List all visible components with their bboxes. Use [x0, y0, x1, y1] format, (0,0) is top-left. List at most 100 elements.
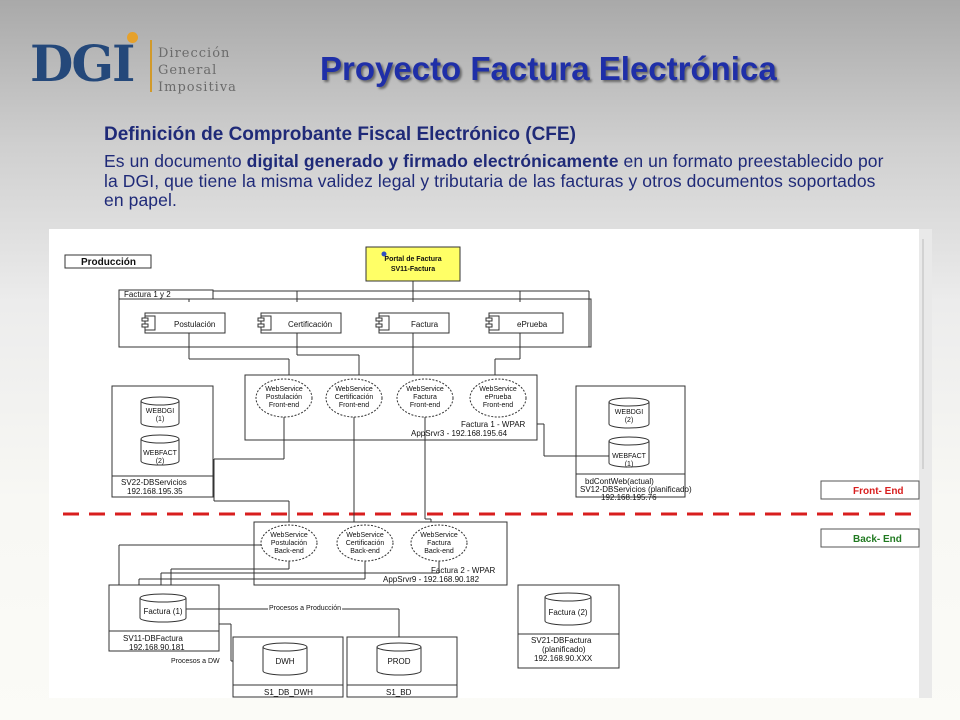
- component-label: ePrueba: [517, 320, 548, 329]
- ws-label: Front-end: [483, 402, 513, 409]
- ws-label: WebService: [270, 532, 308, 539]
- ws-label: Front-end: [339, 402, 369, 409]
- factura-group-box: [118, 298, 592, 348]
- logo-line-2: General: [158, 63, 218, 78]
- ws-label: Back-end: [274, 548, 304, 555]
- component-eprueba: ePrueba: [485, 312, 564, 334]
- ws-label: Factura: [413, 394, 437, 401]
- ws-label: WebService: [265, 386, 303, 393]
- ws-label: Front-end: [269, 402, 299, 409]
- sv22-db-webdgi: WEBDGI (1): [140, 396, 180, 428]
- db-label: WEBFACT: [612, 453, 647, 460]
- ws-label: Front-end: [410, 402, 440, 409]
- diagram-side-strip: [919, 229, 932, 698]
- sv12-label-2: SV12-DBServicios (planificado): [580, 485, 692, 494]
- procesos-produccion-label: Procesos a Producción: [269, 605, 341, 612]
- component-certificacion: Certificación: [257, 312, 342, 334]
- ws-label: Factura: [427, 540, 451, 547]
- factura-group-label: Factura 1 y 2: [124, 290, 171, 299]
- db-label: (1): [625, 461, 634, 468]
- logo-mark: DGI: [30, 34, 135, 93]
- ws-front-postulacion: WebService Postulación Front-end: [255, 378, 313, 418]
- db-label: PROD: [387, 657, 410, 666]
- architecture-diagram: Producción Portal de Factura SV11-Factur…: [49, 229, 932, 698]
- component-label: Certificación: [288, 320, 332, 329]
- definition-emphasis: digital generado y firmado electrónicame…: [246, 151, 619, 171]
- sv11-db-factura: Factura (1): [139, 593, 187, 623]
- ws-label: WebService: [346, 532, 384, 539]
- produccion-box: [64, 254, 152, 269]
- sv22-label-2: 192.168.195.35: [127, 487, 183, 496]
- sv22-db-webfact: WEBFACT (2): [140, 434, 180, 466]
- component-label: Postulación: [174, 320, 215, 329]
- ws-label: Certificación: [346, 540, 385, 547]
- slide-title: Proyecto Factura Electrónica: [320, 50, 777, 87]
- ws-label: ePrueba: [485, 394, 512, 401]
- back-end-label: Back- End: [853, 534, 902, 545]
- wpar2-label-2: AppSrvr9 - 192.168.90.182: [383, 575, 480, 584]
- ws-back-postulacion: WebService Postulación Back-end: [260, 524, 318, 562]
- sv12-db-webfact: WEBFACT (1): [608, 436, 650, 468]
- front-end-label: Front- End: [853, 486, 904, 497]
- wpar1-label-2: AppSrvr3 - 192.168.195.64: [411, 429, 508, 438]
- definition-body: Es un documento digital generado y firma…: [104, 151, 894, 211]
- ws-label: Postulación: [271, 540, 307, 547]
- ws-label: Certificación: [335, 394, 374, 401]
- logo-sun-icon: [127, 32, 138, 43]
- sv21-db-factura: Factura (2): [544, 592, 592, 626]
- sv12-label-1: bdContWeb(actual): [585, 477, 654, 486]
- db-label: WEBDGI: [146, 408, 174, 415]
- portal-label-2: SV11-Factura: [391, 266, 435, 273]
- sv21-label-3: 192.168.90.XXX: [534, 654, 593, 663]
- db-label: WEBDGI: [615, 409, 643, 416]
- db-label: Factura (1): [143, 607, 182, 616]
- ws-label: WebService: [406, 386, 444, 393]
- prod-db: PROD: [376, 642, 422, 676]
- sv12-db-webdgi: WEBDGI (2): [608, 397, 650, 429]
- ws-label: WebService: [420, 532, 458, 539]
- sv12-label-3: 192.168.195.76: [601, 493, 657, 502]
- produccion-label: Producción: [81, 257, 136, 268]
- definition-heading: Definición de Comprobante Fiscal Electró…: [104, 124, 576, 145]
- sv11-label-1: SV11-DBFactura: [123, 634, 183, 643]
- ws-label: WebService: [335, 386, 373, 393]
- db-label: WEBFACT: [143, 450, 178, 457]
- front-end-box: [820, 480, 920, 500]
- ws-front-eprueba: WebService ePrueba Front-end: [469, 378, 527, 418]
- wpar1-label-1: Factura 1 - WPAR: [461, 420, 526, 429]
- definition-text-1: Es un documento: [104, 151, 247, 171]
- ws-label: Postulación: [266, 394, 302, 401]
- component-factura: Factura: [375, 312, 450, 334]
- procesos-produccion-connector: [186, 608, 400, 641]
- db-label: Factura (2): [548, 608, 587, 617]
- ws-front-certificacion: WebService Certificación Front-end: [325, 378, 383, 418]
- back-end-box: [820, 528, 920, 548]
- db-label: (1): [156, 416, 165, 423]
- definition-text-2: en un formato preestablecido por la DGI,…: [104, 151, 884, 210]
- wpar2-label-1: Factura 2 - WPAR: [431, 566, 496, 575]
- component-connectors: [188, 333, 521, 379]
- ws-back-factura: WebService Factura Back-end: [410, 524, 468, 562]
- dgi-logo: DGI Dirección General Impositiva: [30, 32, 245, 102]
- db-label: (2): [625, 417, 634, 424]
- portal-label-1: Portal de Factura: [384, 256, 441, 263]
- ws-label: Back-end: [424, 548, 454, 555]
- logo-line-3: Impositiva: [158, 80, 237, 95]
- logo-line-1: Dirección: [158, 46, 231, 61]
- logo-divider: [150, 40, 152, 92]
- back-db-connectors: [118, 544, 440, 602]
- wpar1-sv12-connector: [537, 423, 609, 457]
- dwh-label: S1_DB_DWH: [264, 688, 313, 697]
- prod-label: S1_BD: [386, 688, 412, 697]
- sv22-label-1: SV22-DBServicios: [121, 478, 187, 487]
- db-label: DWH: [275, 657, 294, 666]
- component-postulacion: Postulación: [141, 312, 226, 334]
- ws-label: WebService: [479, 386, 517, 393]
- portal-box: [365, 246, 461, 282]
- portal-globe-icon: [381, 251, 387, 257]
- sv21-label-1: SV21-DBFactura: [531, 636, 592, 645]
- sv11-label-2: 192.168.90.181: [129, 643, 185, 652]
- db-label: (2): [156, 458, 165, 465]
- ws-back-certificacion: WebService Certificación Back-end: [336, 524, 394, 562]
- dwh-db: DWH: [262, 642, 308, 676]
